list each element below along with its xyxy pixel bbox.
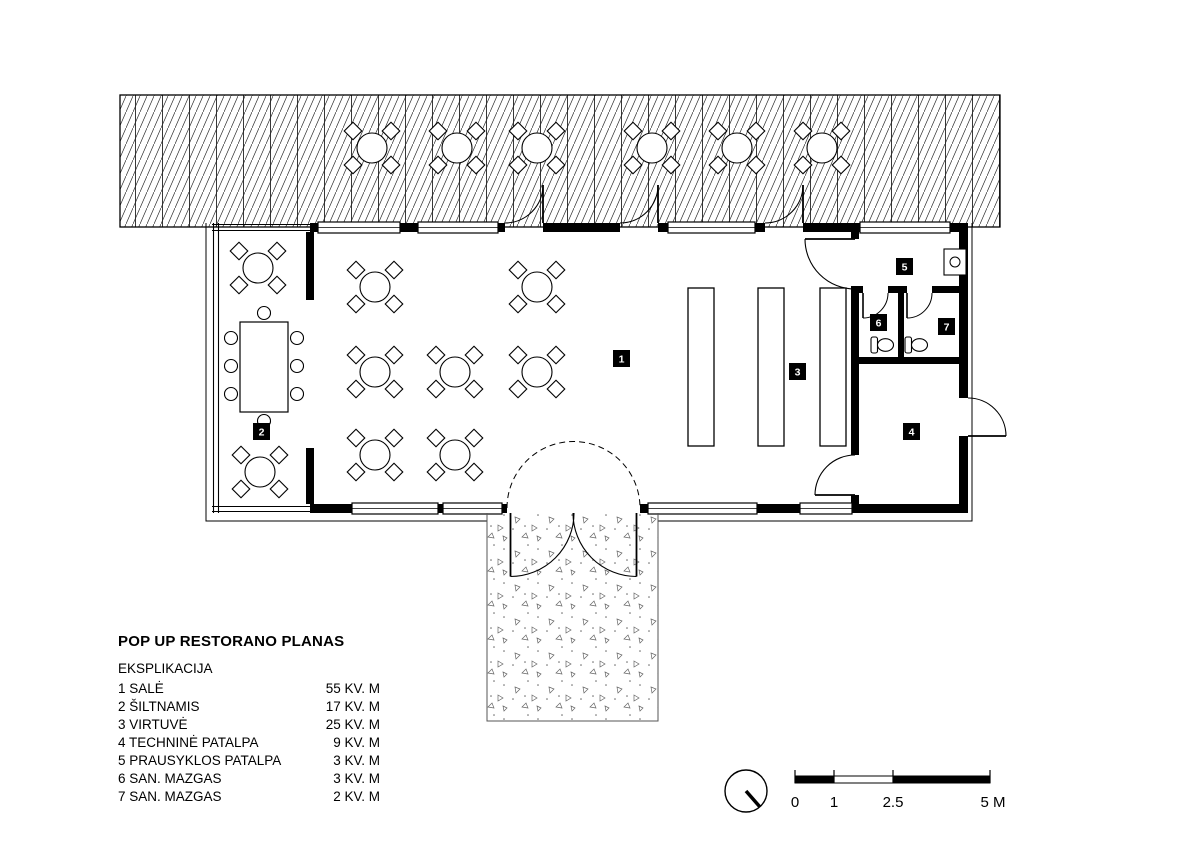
door-swing — [967, 397, 1007, 437]
legend-room-name: 5 PRAUSYKLOS PATALPA — [118, 753, 282, 768]
legend-rows: 1 SALĖ 55 KV. M 2 ŠILTNAMIS 17 KV. M 3 V… — [118, 680, 380, 806]
building-platform-edge — [205, 223, 973, 522]
scale-label-1: 1 — [830, 794, 838, 811]
entrance-path — [486, 513, 659, 722]
round-table — [346, 428, 404, 482]
room-label-1: 1 — [613, 350, 630, 367]
kitchen-counter — [687, 287, 715, 447]
legend-room-area: 3 KV. M — [333, 753, 380, 768]
hall-tables — [346, 260, 566, 482]
legend-heading: EKSPLIKACIJA — [118, 661, 213, 676]
door-swing — [804, 238, 856, 290]
round-table — [508, 345, 566, 399]
room-label-6: 6 — [870, 314, 887, 331]
door-swing — [572, 512, 637, 578]
door-swing — [862, 292, 889, 319]
greenhouse-glass-walls — [212, 223, 310, 513]
round-table — [231, 445, 289, 499]
kitchen-counter — [819, 287, 847, 447]
svg-text:3: 3 — [795, 367, 801, 379]
legend-row: 1 SALĖ 55 KV. M — [118, 680, 380, 698]
scale-label-5m: 5 M — [980, 794, 1005, 811]
kitchen-counter — [757, 287, 785, 447]
svg-text:1: 1 — [619, 354, 625, 366]
legend-room-area: 3 KV. M — [333, 771, 380, 786]
legend-room-name: 2 ŠILTNAMIS — [118, 699, 200, 714]
legend-room-area: 17 KV. M — [325, 699, 380, 714]
room-number-badges: 1 2 3 4 5 6 7 — [253, 258, 955, 440]
scale-label-2-5: 2.5 — [883, 794, 904, 811]
round-table — [508, 260, 566, 314]
svg-text:5: 5 — [902, 262, 908, 274]
window-glass-lines — [318, 227, 950, 509]
plan-title: POP UP RESTORANO PLANAS — [118, 633, 345, 650]
north-indicator-icon — [724, 769, 768, 813]
sanitary-fixtures — [870, 248, 967, 354]
legend-room-name: 6 SAN. MAZGAS — [118, 771, 222, 786]
long-table — [239, 321, 289, 413]
legend: POP UP RESTORANO PLANAS EKSPLIKACIJA 1 S… — [118, 633, 380, 806]
legend-room-name: 4 TECHNINĖ PATALPA — [118, 735, 259, 750]
scale-bar: 0 1 2.5 5 M — [791, 770, 1006, 811]
scale-label-0: 0 — [791, 794, 799, 811]
door-swing — [906, 292, 933, 319]
room-label-5: 5 — [896, 258, 913, 275]
kitchen-counters — [687, 287, 847, 447]
round-table — [426, 428, 484, 482]
svg-text:7: 7 — [944, 322, 950, 334]
greenhouse-furniture — [223, 241, 305, 499]
legend-row: 2 ŠILTNAMIS 17 KV. M — [118, 698, 380, 716]
entrance-doors — [506, 441, 641, 578]
legend-room-area: 25 KV. M — [325, 717, 380, 732]
door-swing — [814, 454, 856, 496]
room-label-2: 2 — [253, 423, 270, 440]
legend-room-name: 7 SAN. MAZGAS — [118, 789, 222, 804]
legend-row: 5 PRAUSYKLOS PATALPA 3 KV. M — [118, 752, 380, 770]
svg-text:2: 2 — [259, 427, 265, 439]
legend-row: 6 SAN. MAZGAS 3 KV. M — [118, 770, 380, 788]
legend-room-area: 2 KV. M — [333, 789, 380, 804]
legend-row: 7 SAN. MAZGAS 2 KV. M — [118, 788, 380, 806]
legend-room-name: 3 VIRTUVĖ — [118, 717, 188, 732]
room-label-7: 7 — [938, 318, 955, 335]
legend-row: 4 TECHNINĖ PATALPA 9 KV. M — [118, 734, 380, 752]
legend-room-name: 1 SALĖ — [118, 681, 164, 696]
legend-row: 3 VIRTUVĖ 25 KV. M — [118, 716, 380, 734]
svg-text:6: 6 — [876, 318, 882, 330]
long-table-chairs — [223, 305, 305, 429]
room-label-3: 3 — [789, 363, 806, 380]
round-table — [346, 260, 404, 314]
toilet-icon — [904, 336, 929, 354]
legend-room-area: 9 KV. M — [333, 735, 380, 750]
door-swing — [510, 512, 575, 578]
building-walls — [306, 223, 968, 513]
round-table — [229, 241, 287, 295]
sink-basin-icon — [949, 256, 961, 268]
round-table — [426, 345, 484, 399]
toilet-icon — [870, 336, 895, 354]
entrance-swing-dashed — [506, 441, 641, 509]
room-label-4: 4 — [903, 423, 920, 440]
round-table — [346, 345, 404, 399]
legend-room-area: 55 KV. M — [325, 681, 380, 696]
svg-text:4: 4 — [909, 427, 915, 439]
